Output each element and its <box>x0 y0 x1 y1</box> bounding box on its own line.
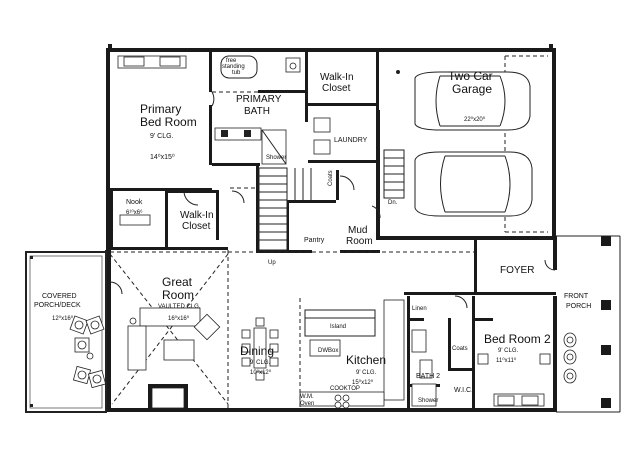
kitchen-island <box>304 309 376 337</box>
mud-room-label-1: Mud <box>348 225 367 236</box>
covered-porch-deck <box>25 251 107 413</box>
pantry-label: Pantry <box>304 237 325 244</box>
bath2-label: BATH 2 <box>416 373 440 380</box>
primary-bed-label-2: Bed Room <box>140 115 197 129</box>
front-porch <box>556 235 621 413</box>
ceiling-lines <box>109 55 548 408</box>
garage-label-2: Garage <box>452 82 492 96</box>
foyer-label: FOYER <box>500 265 534 276</box>
bed2-size: 11⁰x11⁰ <box>496 357 517 364</box>
shower2-label: Shower <box>418 398 438 404</box>
kitchen-ceiling: 9' CLG. <box>356 370 376 376</box>
dining-label: Dining <box>240 344 274 358</box>
stair-up-label: Up <box>268 260 276 266</box>
great-room-ceiling: VAULTED CLG. <box>158 304 201 310</box>
sink-box-label: Box <box>328 348 338 354</box>
porch-chair-3 <box>74 337 90 353</box>
great-room-label-1: Great <box>162 275 193 289</box>
dining-ceiling: 9' CLG. <box>250 360 270 366</box>
laundry-label: LAUNDRY <box>334 137 368 144</box>
porch-seat-1 <box>563 332 577 348</box>
dining-size: 10⁰x12⁰ <box>250 369 272 376</box>
nook-size: 6¹⁰x6⁶ <box>126 209 143 216</box>
cooktop-label: COOKTOP <box>330 386 360 392</box>
doors <box>109 91 556 309</box>
garage-size: 22⁰x20⁰ <box>464 116 486 123</box>
covered-porch-size: 12⁰x16⁰ <box>52 315 74 322</box>
coats-hall-label: Coats <box>452 346 468 352</box>
mud-room-label-2: Room <box>346 236 373 247</box>
stair-down-label: Dn. <box>388 200 398 206</box>
primary-bath-label-1: PRIMARY <box>236 94 282 105</box>
garage-label-1: Two Car <box>448 69 493 83</box>
porch-chair-1 <box>69 315 89 335</box>
wm-oven-label-2: Oven <box>300 401 314 407</box>
tub-label-2: standing <box>222 64 245 70</box>
kitchen-size: 15⁰x12⁰ <box>352 379 374 386</box>
covered-porch-label-1: COVERED <box>42 293 77 300</box>
bed2-ceiling: 9' CLG. <box>498 348 518 354</box>
bath-fixtures <box>117 55 551 407</box>
nook-label: Nook <box>126 199 143 206</box>
porch-chair-2 <box>85 315 105 335</box>
car-bottom <box>414 151 533 217</box>
walkin-closet-hall-1: Walk-In <box>180 210 214 221</box>
shower-primary-label: Shower <box>266 155 286 161</box>
freestanding-tub <box>220 55 258 79</box>
great-room-size: 16⁰x16⁰ <box>168 315 190 322</box>
front-porch-label-2: PORCH <box>566 303 591 310</box>
exterior-walls <box>105 44 557 412</box>
primary-bed-size: 14⁰x15⁰ <box>150 153 175 161</box>
covered-porch-label-2: PORCH/DECK <box>34 302 81 309</box>
island-label: Island <box>330 324 346 330</box>
primary-bed-label-1: Primary <box>140 102 181 116</box>
primary-bath-label-2: BATH <box>244 106 270 117</box>
walkin-closet-hall-2: Closet <box>182 221 211 232</box>
porch-seat-2 <box>563 349 577 365</box>
coats-mud-label: Coats <box>328 170 334 186</box>
staircase <box>258 149 405 251</box>
kitchen-label: Kitchen <box>346 353 386 367</box>
wm-oven-label-1: W.M. <box>300 394 314 400</box>
great-room-furniture <box>127 307 221 371</box>
tub-label-3: tub <box>232 70 241 76</box>
wic-label: W.I.C. <box>454 387 473 394</box>
walkin-closet-primary-1: Walk-In <box>320 72 354 83</box>
dishwasher-label: DW <box>318 348 328 354</box>
bed2-label: Bed Room 2 <box>484 332 551 346</box>
porch-chair-4 <box>72 365 92 385</box>
primary-bed-ceiling: 9' CLG. <box>150 133 174 140</box>
linen-label: Linen <box>412 306 427 312</box>
dining-table <box>241 317 279 381</box>
walkin-closet-primary-2: Closet <box>322 83 351 94</box>
great-room-label-2: Room <box>162 288 194 302</box>
kitchen-fixtures <box>299 299 405 409</box>
porch-seat-3 <box>563 368 577 384</box>
tub-label-1: free <box>226 58 237 64</box>
car-top <box>414 71 531 131</box>
room-labels: Primary Bed Room 9' CLG. 14⁰x15⁰ PRIMARY… <box>34 58 591 407</box>
front-porch-label-1: FRONT <box>564 293 589 300</box>
porch-chair-5 <box>87 369 107 389</box>
